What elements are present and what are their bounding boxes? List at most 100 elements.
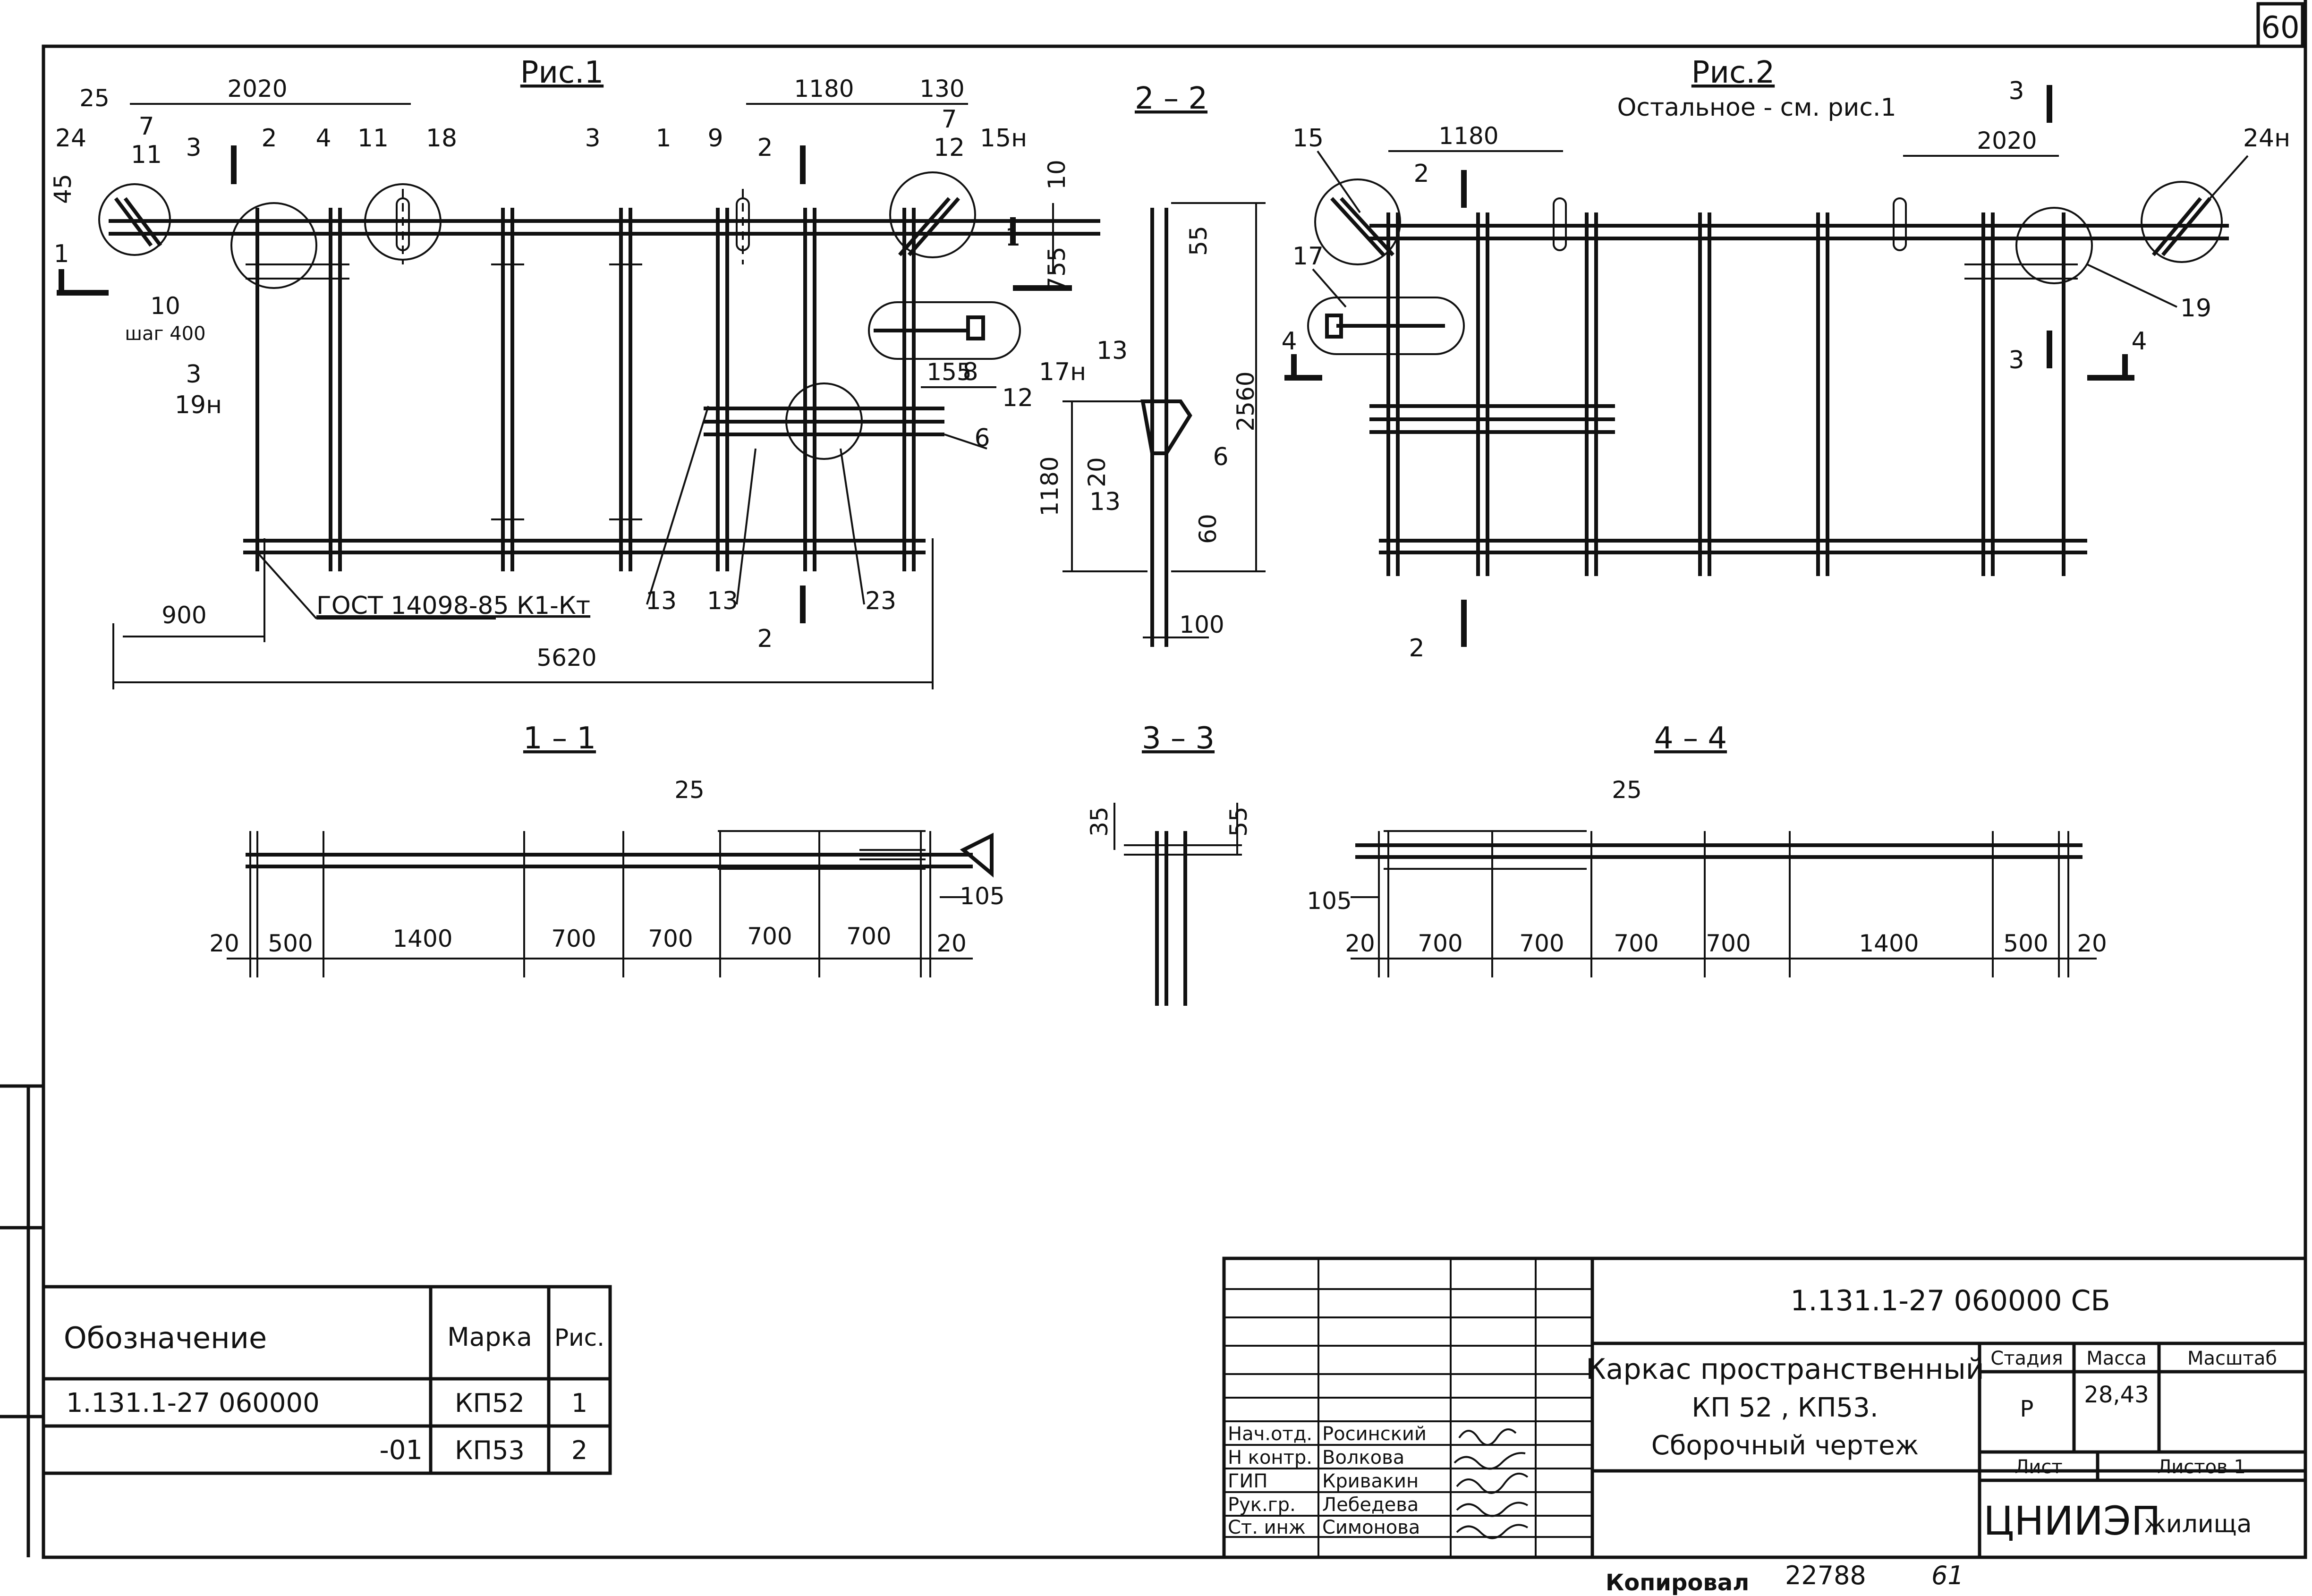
dim-155: 155 xyxy=(926,358,971,386)
cut-3-bottom: 3 xyxy=(2008,346,2024,374)
dim-700a: 700 xyxy=(551,925,596,952)
signature-4 xyxy=(1456,1502,1529,1517)
pos-8: 8 xyxy=(962,358,978,386)
dim-20: 20 xyxy=(1083,457,1111,487)
dim-900: 900 xyxy=(162,602,206,629)
scale-label: Масштаб xyxy=(2187,1348,2277,1369)
pos-12a: 12 xyxy=(934,134,965,162)
sheet-label: Лист xyxy=(2014,1456,2062,1478)
cut-2: 2 xyxy=(1413,160,1429,188)
figure-2-note: Остальное - см. рис.1 xyxy=(1617,93,1896,122)
sheet-number: 60 xyxy=(2261,10,2299,45)
figure-2-plan: Рис.2 Остальное - см. рис.1 xyxy=(1281,55,2290,662)
org-sub: жилища xyxy=(2144,1510,2252,1538)
cut-1b: 1 xyxy=(1005,223,1020,252)
pos-13a: 13 xyxy=(1096,337,1128,365)
pos-15n: 15н xyxy=(980,124,1027,153)
title-line-1: Каркас пространственный xyxy=(1586,1353,1984,1386)
spec-row2-figure: 2 xyxy=(571,1435,587,1465)
person-role-5: Ст. инж xyxy=(1228,1517,1306,1538)
dim-20a: 20 xyxy=(209,930,239,957)
dim-1180: 1180 xyxy=(1438,122,1498,150)
dim-700b: 700 xyxy=(648,925,693,952)
dim-45: 45 xyxy=(49,174,76,204)
copied-label: Копировал xyxy=(1606,1570,1749,1596)
mass-label: Масса xyxy=(2086,1348,2147,1369)
spec-row2-mark: КП53 xyxy=(455,1435,525,1465)
dim-500: 500 xyxy=(268,930,313,957)
dim-700b: 700 xyxy=(1519,930,1564,957)
person-role-3: ГИП xyxy=(1228,1470,1267,1492)
dim-2560: 2560 xyxy=(1232,371,1259,431)
dim-10-right: 10 xyxy=(1043,160,1071,190)
title-block: Нач.отд. Росинский Н контр. Волкова ГИП … xyxy=(1222,1256,2307,1559)
dim-700d: 700 xyxy=(846,923,891,950)
dim-1180: 1180 xyxy=(1036,456,1063,516)
person-name-4: Лебедева xyxy=(1322,1494,1419,1516)
dim-25: 25 xyxy=(1612,776,1642,804)
person-name-1: Росинский xyxy=(1322,1423,1427,1445)
dim-10-left: 10 xyxy=(150,292,180,320)
spec-row2-designation: -01 xyxy=(380,1435,423,1466)
gost-ref: ГОСТ 14098-85 К1-Кт xyxy=(316,592,590,620)
pos-19: 19 xyxy=(2180,294,2211,323)
figure-2-title: Рис.2 xyxy=(1692,55,1775,90)
title-line-2: КП 52 , КП53. xyxy=(1692,1392,1878,1423)
section-2-2-title: 2 – 2 xyxy=(1135,81,1207,116)
signature-3 xyxy=(1456,1472,1529,1494)
pos-13b: 13 xyxy=(1089,488,1121,516)
spec-header-mark: Марка xyxy=(447,1322,532,1352)
signature-1 xyxy=(1458,1428,1517,1446)
format-number: 61 xyxy=(1931,1561,1964,1590)
dim-700a: 700 xyxy=(1418,930,1462,957)
spec-row1-designation: 1.131.1-27 060000 xyxy=(66,1388,320,1418)
pos-11a: 11 xyxy=(131,141,162,169)
dim-105: 105 xyxy=(960,883,1004,910)
pos-12b: 12 xyxy=(1002,384,1033,412)
dim-20b: 20 xyxy=(936,930,967,957)
pos-11b: 11 xyxy=(357,124,389,153)
pos-24n: 24н xyxy=(2243,124,2290,153)
person-role-2: Н контр. xyxy=(1228,1447,1312,1469)
pos-15: 15 xyxy=(1292,124,1324,153)
section-3-3-title: 3 – 3 xyxy=(1142,721,1215,756)
pos-2: 2 xyxy=(261,124,277,153)
cut-2-bottom: 2 xyxy=(757,625,773,653)
spec-header-figure: Рис. xyxy=(554,1324,604,1351)
spec-table: Обозначение Марка Рис. 1.131.1-27 060000… xyxy=(42,1285,612,1475)
cut-2-bottom: 2 xyxy=(1409,634,1424,662)
pos-1: 1 xyxy=(655,124,671,153)
cut-3-top: 3 xyxy=(186,134,201,162)
section-1-1: 1 – 1 25 105 20 500 1400 700 700 700 700… xyxy=(209,721,1005,977)
dim-700c: 700 xyxy=(1614,930,1658,957)
dim-20a: 20 xyxy=(1345,930,1375,957)
person-name-5: Симонова xyxy=(1322,1517,1420,1538)
cut-3-bottom: 3 xyxy=(186,360,201,389)
sheets-label: Листов 1 xyxy=(2157,1456,2246,1478)
section-4-4: 4 – 4 25 105 20 700 700 700 700 1400 500… xyxy=(1307,721,2107,977)
person-name-2: Волкова xyxy=(1322,1447,1404,1469)
dim-55: 55 xyxy=(1185,226,1212,256)
cut-4-right: 4 xyxy=(2131,327,2147,356)
pos-9: 9 xyxy=(707,124,723,153)
pos-24: 24 xyxy=(55,124,86,153)
section-3-3: 3 – 3 35 55 xyxy=(1086,721,1252,1006)
dim-35: 35 xyxy=(1086,806,1113,837)
dim-25: 25 xyxy=(79,85,110,112)
pos-18: 18 xyxy=(426,124,457,153)
signature-2 xyxy=(1454,1452,1526,1470)
pos-7a: 7 xyxy=(138,112,154,141)
dim-105: 105 xyxy=(1307,887,1352,915)
dim-25: 25 xyxy=(674,776,705,804)
copy-number: 22788 xyxy=(1785,1561,1866,1590)
section-4-4-title: 4 – 4 xyxy=(1654,721,1727,756)
title-line-3: Сборочный чертеж xyxy=(1651,1430,1919,1461)
spec-row1-figure: 1 xyxy=(571,1388,587,1418)
dim-755: 755 xyxy=(1043,246,1071,291)
dim-1400: 1400 xyxy=(392,925,452,952)
dim-60: 60 xyxy=(1194,514,1222,544)
dim-1180: 1180 xyxy=(794,75,854,102)
dim-100: 100 xyxy=(1179,611,1224,638)
pos-6: 6 xyxy=(974,424,990,452)
